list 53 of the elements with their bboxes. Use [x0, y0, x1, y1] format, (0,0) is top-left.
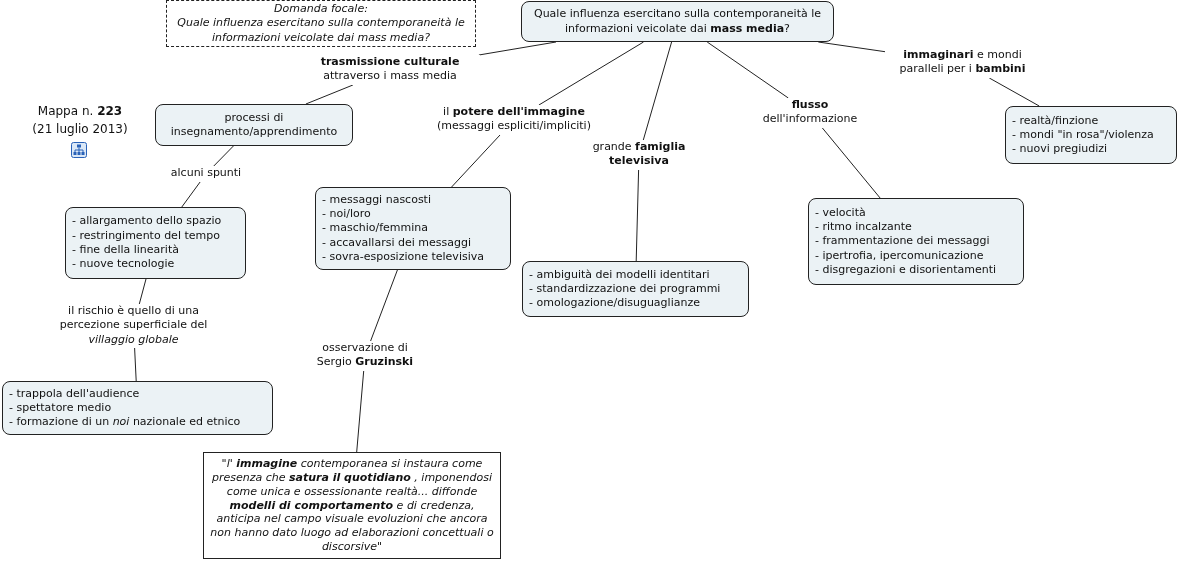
concept-box [521, 1, 834, 42]
list-item: - spettatore medio [9, 400, 113, 416]
connector-line [635, 169, 640, 262]
concept-box [1005, 106, 1177, 164]
list-item: - mondi "in rosa"/violenza [1012, 127, 1155, 143]
box-text: Domanda focale: [273, 2, 369, 17]
connector-line [213, 145, 234, 167]
connector-line [181, 181, 201, 208]
connector-line [821, 127, 881, 199]
list-item: - restringimento del tempo [72, 228, 221, 243]
list-item: - ipertrofia, ipercomunicazione [815, 248, 985, 263]
list-item: - accavallarsi dei messaggi [322, 235, 472, 250]
connector-line [305, 84, 354, 105]
focus-question-box [166, 0, 476, 47]
connector-line [356, 370, 365, 453]
list-item: - omologazione/disuguaglianze [529, 296, 701, 311]
connector-line [988, 77, 1040, 107]
concept-box [522, 261, 749, 317]
list-item: - disgregazioni e disorientamenti [815, 262, 998, 278]
quote-text: "l' immagine contemporanea si instaura come presenza che satura il quotidiano , imponendosi come unica e ossessionante realtà... diffonde modelli di comportamento e di credenza, anticipa nel campo visuale evoluzioni che ancora non hanno dato luogo ad elaborazioni concettuali o discorsive" [209, 456, 495, 555]
list-item: - nuove tecnologie [72, 257, 176, 272]
box-text: Quale influenza esercitano sulla contemporaneità le informazioni veicolate dai mass media? [176, 16, 466, 45]
list-item: - ritmo incalzante [815, 220, 913, 235]
map-info-text: (21 luglio 2013) [31, 122, 129, 136]
connector-line [370, 269, 398, 342]
list-item: - sovra-esposizione televisiva [322, 249, 485, 265]
connector-line [642, 41, 673, 141]
list-item: - formazione di un noi nazionale ed etnico [9, 415, 242, 430]
concept-box [808, 198, 1024, 285]
list-item: - trappola dell'audience [9, 386, 141, 401]
connector-line [706, 41, 789, 99]
connector-line [451, 134, 501, 188]
list-item: - fine della linearità [72, 243, 180, 258]
list-item: - velocità [815, 205, 867, 221]
concept-box [155, 104, 353, 146]
list-item: - ambiguità dei modelli identitari [529, 267, 711, 282]
concept-box [2, 381, 273, 435]
concept-box [315, 187, 511, 270]
box-text: processi di insegnamento/apprendimento [169, 110, 339, 140]
list-item: - nuovi pregiudizi [1012, 142, 1109, 157]
connector-line [538, 41, 644, 106]
connector-line [138, 278, 147, 305]
concept-box [65, 207, 246, 279]
list-item: - maschio/femmina [322, 221, 429, 236]
list-item: - messaggi nascosti [322, 192, 432, 208]
list-item: - noi/loro [322, 207, 372, 222]
list-item: - realtà/finzione [1012, 113, 1100, 128]
connector-line [134, 347, 137, 382]
box-text: Quale influenza esercitano sulla contemporaneità le informazioni veicolate dai mass media? [533, 7, 822, 36]
list-item: - standardizzazione dei programmi [529, 281, 722, 297]
map-info-text: Mappa n. 223 [36, 104, 124, 118]
list-item: - allargamento dello spazio [72, 214, 223, 229]
list-item: - frammentazione dei messaggi [815, 234, 991, 249]
